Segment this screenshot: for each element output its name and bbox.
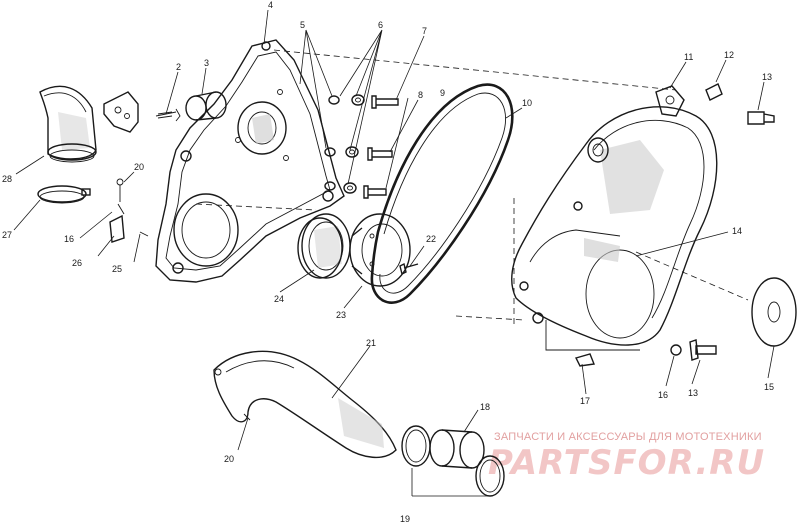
part-bottom-hardware [574,339,717,367]
callout-label: 3 [204,58,209,68]
callout-label: 13 [688,388,698,398]
callout-label: 9 [440,88,445,98]
part-tag [705,83,723,101]
callout-label: 8 [418,90,423,100]
callouts: 4 5 6 7 3 2 8 9 10 11 12 13 28 27 20 16 … [2,0,774,524]
callout-label: 21 [366,338,376,348]
callout-label: 27 [2,230,12,240]
part-hose-clamp [37,185,91,204]
watermark: PARTSFOR.RU ЗАПЧАСТИ И АКСЕССУАРЫ ДЛЯ МО… [488,431,765,483]
callout-label: 25 [112,264,122,274]
part-gasket-ring [751,277,797,347]
callout-label: 20 [224,454,234,464]
callout-label: 16 [658,390,668,400]
callout-label: 15 [764,382,774,392]
part-outlet-duct [213,350,397,458]
watermark-tagline: ЗАПЧАСТИ И АКСЕССУАРЫ ДЛЯ МОТОТЕХНИКИ [494,431,762,443]
callout-label: 6 [378,20,383,30]
watermark-logo: PARTSFOR.RU [488,443,765,483]
callout-label: 13 [762,72,772,82]
callout-label: 14 [732,226,742,236]
callout-label: 22 [426,234,436,244]
callout-label: 4 [268,0,273,10]
callout-label: 11 [684,52,693,62]
part-clip-hardware [109,178,149,243]
part-coupler-sleeve [429,429,485,469]
part-bolt-22 [399,262,419,276]
part-inner-cover [155,39,345,283]
callout-label: 10 [522,98,532,108]
part-drive-belt [370,83,514,304]
callout-label: 7 [422,26,427,36]
part-bearing-plate [349,213,411,287]
callout-label: 17 [580,396,590,406]
callout-label: 12 [724,50,734,60]
leader-lines [13,9,775,497]
callout-label: 5 [300,20,305,30]
part-clamps [401,425,505,497]
callout-label: 16 [64,234,74,244]
part-washers-and-bolts [324,94,399,199]
callout-label: 26 [72,258,82,268]
callout-label: 2 [176,62,181,72]
part-outer-cover [511,85,718,351]
callout-label: 18 [480,402,490,412]
part-bracket [103,91,181,133]
part-spacer-sleeve [185,91,227,121]
callout-label: 20 [134,162,144,172]
callout-label: 28 [2,174,12,184]
callout-label: 19 [400,514,410,524]
part-seal [297,213,351,279]
callout-label: 24 [274,294,284,304]
callout-label: 23 [336,310,346,320]
alignment-lines [195,49,749,326]
part-screw-13-top [747,111,775,125]
part-intake-elbow [39,85,97,163]
